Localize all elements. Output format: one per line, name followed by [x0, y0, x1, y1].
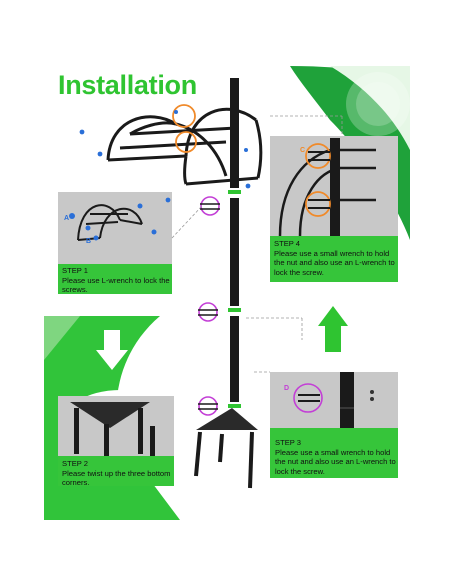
step3-band — [270, 428, 398, 478]
top-right-ring — [346, 72, 410, 136]
main-highlight-mid — [175, 131, 197, 153]
step4-highlight-c — [305, 143, 331, 169]
arrow-up-icon — [318, 306, 348, 352]
left-green-stripes — [44, 316, 80, 360]
main-highlight-joint2 — [198, 302, 218, 322]
main-highlight-top — [172, 104, 196, 128]
top-right-ring-inner — [356, 82, 400, 126]
step2-text: Please twist up the three bottom corners… — [62, 468, 171, 488]
step1-label: STEP 1 Please use L-wrench to lock the s… — [62, 266, 170, 295]
step4-marker-c: C — [300, 147, 305, 154]
main-rack — [106, 78, 263, 489]
step3-label: STEP 3 Please use a small wrench to hold… — [275, 438, 399, 476]
step2-base-illustration — [70, 402, 155, 456]
step4-text: Please use a small wrench to hold the nu… — [274, 248, 395, 277]
step1-screw-icon-a — [69, 213, 75, 219]
step4-highlight-lower — [305, 191, 331, 217]
main-screw-markers — [79, 110, 251, 203]
step1-screw-icon-b — [93, 235, 99, 241]
page-title: Installation — [58, 70, 197, 100]
arrow-down-icon — [96, 330, 128, 370]
leader-lines — [171, 115, 343, 373]
main-highlight-joint3 — [198, 396, 218, 416]
step3-text: Please use a small wrench to hold the nu… — [275, 447, 396, 476]
top-right-swoosh — [290, 66, 410, 240]
step2-band — [58, 456, 174, 486]
step1-screw-icon-c — [151, 229, 157, 235]
step2-label: STEP 2 Please twist up the three bottom … — [62, 459, 172, 488]
top-right-swoosh-highlight — [330, 66, 410, 150]
step4-heading: STEP 4 — [274, 239, 301, 248]
step3-photo — [270, 372, 398, 428]
step1-rack-illustration — [77, 204, 143, 241]
step3-marker-d: D — [284, 385, 289, 392]
step1-band — [58, 264, 172, 294]
step4-rack-illustration — [278, 138, 376, 237]
step1-text: Please use L-wrench to lock the screws. — [62, 275, 170, 295]
step2-heading: STEP 2 — [62, 459, 89, 468]
main-highlight-joint1 — [200, 196, 220, 216]
step3-heading: STEP 3 — [275, 438, 302, 447]
step1-heading: STEP 1 — [62, 266, 89, 275]
step1-photo — [58, 192, 172, 264]
step4-label: STEP 4 Please use a small wrench to hold… — [274, 239, 398, 277]
step1-marker-a: A — [64, 215, 69, 222]
step1-marker-b: B — [86, 238, 91, 245]
step3-pole-illustration — [293, 372, 374, 428]
step1-screw-icon-a2 — [85, 225, 91, 231]
step4-band — [270, 236, 398, 282]
step1-screw-icon-d — [137, 203, 143, 209]
